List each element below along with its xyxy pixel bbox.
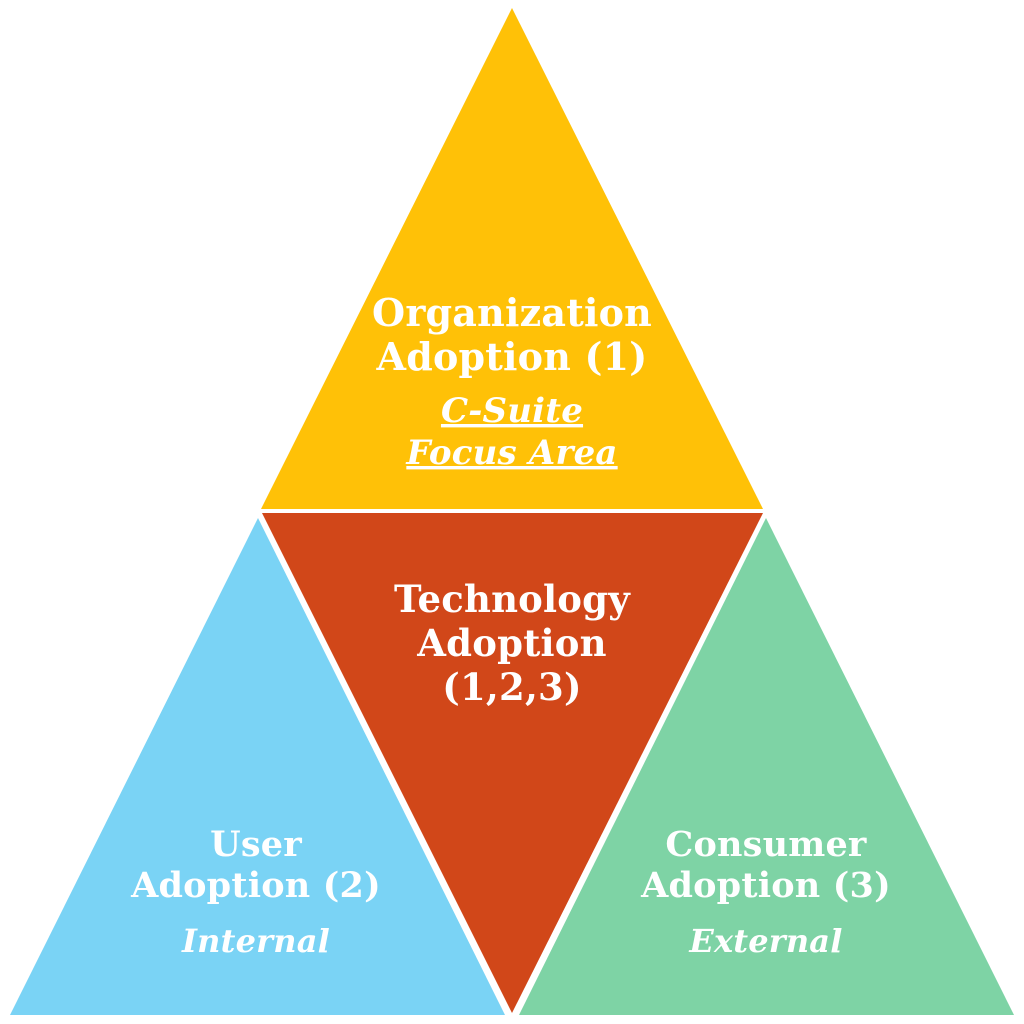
user-subtitle: Internal (181, 922, 330, 960)
user-triangle-shape[interactable] (10, 518, 505, 1015)
organization-title-line2: Adoption (1) (376, 334, 648, 379)
consumer-triangle-shape[interactable] (519, 518, 1014, 1015)
segment-user-adoption[interactable]: User Adoption (2) Internal (10, 518, 505, 1015)
consumer-title-line1: Consumer (665, 824, 867, 865)
organization-subtitle-line1: C-Suite (441, 391, 583, 431)
technology-title-line1: Technology (394, 577, 631, 621)
segment-technology-adoption[interactable]: Technology Adoption (1,2,3) (262, 513, 763, 1013)
user-title-line2: Adoption (2) (130, 865, 381, 906)
technology-title-line2: Adoption (416, 621, 606, 665)
technology-triangle-shape[interactable] (262, 513, 763, 1013)
organization-subtitle-line2: Focus Area (405, 433, 617, 473)
organization-title-line1: Organization (372, 290, 652, 335)
user-title-line1: User (210, 824, 302, 865)
organization-triangle-shape[interactable] (261, 8, 763, 509)
segment-consumer-adoption[interactable]: Consumer Adoption (3) External (519, 518, 1014, 1015)
consumer-title-line2: Adoption (3) (640, 865, 891, 906)
segment-organization-adoption[interactable]: Organization Adoption (1) C-Suite Focus … (261, 8, 763, 509)
technology-title-line3: (1,2,3) (442, 665, 581, 709)
consumer-subtitle: External (688, 922, 842, 960)
